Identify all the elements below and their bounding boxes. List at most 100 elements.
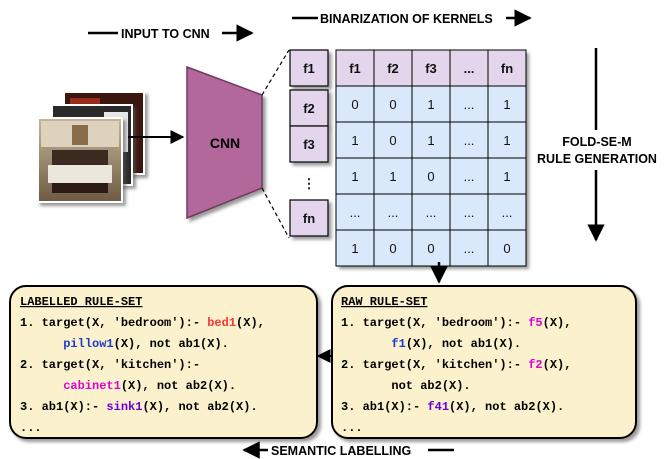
filter-box xyxy=(289,89,329,127)
table-cell-value: 1 xyxy=(351,241,358,256)
table-header-label: f2 xyxy=(387,61,399,76)
table-cell-value: 0 xyxy=(389,133,396,148)
table-cell-value: 0 xyxy=(427,169,434,184)
table-cell-value: ... xyxy=(388,205,399,220)
table-cell-value: ... xyxy=(350,205,361,220)
table-cell-value: ... xyxy=(464,97,475,112)
table-cell xyxy=(411,85,451,123)
table-cell-value: ... xyxy=(464,241,475,256)
labelled-rule-line-text: ... xyxy=(20,421,42,435)
foldsem-label-bg xyxy=(548,130,658,170)
table-cell-value: 1 xyxy=(503,97,510,112)
raw-rule-line-text: 1. target(X, 'bedroom'):- xyxy=(341,316,528,330)
table-cell-value: ... xyxy=(502,205,513,220)
labelled-rule-title: LABELLED RULE-SET xyxy=(20,295,142,309)
table-cell-value: 1 xyxy=(427,97,434,112)
input-image-front-bedroom xyxy=(37,117,123,203)
table-header-cell xyxy=(487,49,527,87)
table-cell-value: 1 xyxy=(389,169,396,184)
table-cell xyxy=(411,229,451,267)
table-header-label: f1 xyxy=(349,61,361,76)
foldsem-label-line1: FOLD-SE-M xyxy=(562,135,631,149)
table-cell xyxy=(449,193,489,231)
table-cell-value: ... xyxy=(426,205,437,220)
table-cell-value: 1 xyxy=(503,133,510,148)
table-cell xyxy=(411,157,451,195)
table-cell xyxy=(487,157,527,195)
labelled-rule-line-text: 1. target(X, 'bedroom'):- xyxy=(20,316,207,330)
raw-rule-line-text: (X), xyxy=(543,316,572,330)
binarization-label: BINARIZATION OF KERNELS xyxy=(320,12,493,26)
table-cell xyxy=(373,229,413,267)
semantic-label: SEMANTIC LABELLING xyxy=(271,444,411,458)
raw-rule-line-text: 2. target(X, 'kitchen'):- xyxy=(341,358,528,372)
labelled-rule-predicate: pillow1 xyxy=(63,337,113,351)
raw-rule-predicate: f1 xyxy=(391,337,405,351)
labelled-rule-line-text: (X), not ab1(X). xyxy=(114,337,229,351)
labelled-rule-predicate: sink1 xyxy=(106,400,142,414)
labelled-ruleset-box: LABELLED RULE-SET 1. target(X, 'bedroom')… xyxy=(9,285,318,439)
raw-rule-line-text: not ab2(X). xyxy=(341,379,471,393)
labelled-rule-line-text xyxy=(20,337,63,351)
table-cell xyxy=(373,85,413,123)
raw-rule-predicate: f2 xyxy=(528,358,542,372)
table-cell-value: ... xyxy=(464,133,475,148)
filter-box xyxy=(289,199,329,237)
table-header-label: f3 xyxy=(425,61,437,76)
filter-ellipsis: ⋮ xyxy=(303,176,316,191)
raw-rule-line-text xyxy=(341,337,391,351)
table-cell-value: ... xyxy=(464,169,475,184)
cnn-filter-guide-bottom xyxy=(261,187,290,239)
table-cell-value: 1 xyxy=(351,169,358,184)
table-cell-value: 0 xyxy=(427,241,434,256)
filter-box xyxy=(289,49,329,87)
table-cell-value: 1 xyxy=(503,169,510,184)
cnn-filter-guide-top xyxy=(261,49,290,96)
table-cell-value: 0 xyxy=(389,97,396,112)
table-header-cell xyxy=(411,49,451,87)
foldsem-label-line2: RULE GENERATION xyxy=(537,152,657,166)
labelled-rule-line-text: 2. target(X, 'kitchen'):- xyxy=(20,358,200,372)
raw-rule-line-text: (X), not ab2(X). xyxy=(449,400,564,414)
table-cell xyxy=(335,229,375,267)
raw-rule-line-text: ... xyxy=(341,421,363,435)
cnn-label: CNN xyxy=(210,135,240,151)
labelled-rule-line-text: (X), xyxy=(236,316,265,330)
raw-rule-predicate: f5 xyxy=(528,316,542,330)
labelled-rule-line-text: (X), not ab2(X). xyxy=(121,379,236,393)
table-cell-value: 0 xyxy=(351,97,358,112)
table-cell xyxy=(411,121,451,159)
table-cell-value: 1 xyxy=(427,133,434,148)
table-header-cell xyxy=(335,49,375,87)
table-cell-value: 0 xyxy=(389,241,396,256)
binarization-table: f1 f2 f3... fn 0 0 1... 1 1 0 1... 1 1 1 0... 1........… xyxy=(335,49,527,267)
semantic-label-group: SEMANTIC LABELLING xyxy=(242,441,454,459)
table-header-label: fn xyxy=(501,61,513,76)
filter-box xyxy=(289,125,329,163)
labelled-ruleset-text: LABELLED RULE-SET 1. target(X, 'bedroom')… xyxy=(20,295,265,435)
table-cell xyxy=(487,121,527,159)
filter-label: f3 xyxy=(303,137,315,152)
labelled-rule-predicate: bed1 xyxy=(207,316,236,330)
table-cell-value: 1 xyxy=(351,133,358,148)
input-image-stack xyxy=(37,91,145,203)
filter-label: f2 xyxy=(303,101,315,116)
labelled-rule-line-text: (X), not ab2(X). xyxy=(142,400,257,414)
raw-rule-line-text: (X), not ab1(X). xyxy=(406,337,521,351)
labelled-rule-predicate: cabinet1 xyxy=(63,379,121,393)
table-header-label: ... xyxy=(464,61,475,76)
raw-rule-line-text: 3. ab1(X):- xyxy=(341,400,427,414)
table-cell xyxy=(373,157,413,195)
table-cell xyxy=(449,121,489,159)
table-cell xyxy=(335,157,375,195)
raw-rule-predicate: f41 xyxy=(427,400,449,414)
input-label: INPUT TO CNN xyxy=(121,27,210,41)
input-label-group: INPUT TO CNN xyxy=(88,24,254,42)
raw-rule-line-text: (X), xyxy=(543,358,572,372)
filter-label: fn xyxy=(303,211,315,226)
labelled-rule-line-text: 3. ab1(X):- xyxy=(20,400,106,414)
